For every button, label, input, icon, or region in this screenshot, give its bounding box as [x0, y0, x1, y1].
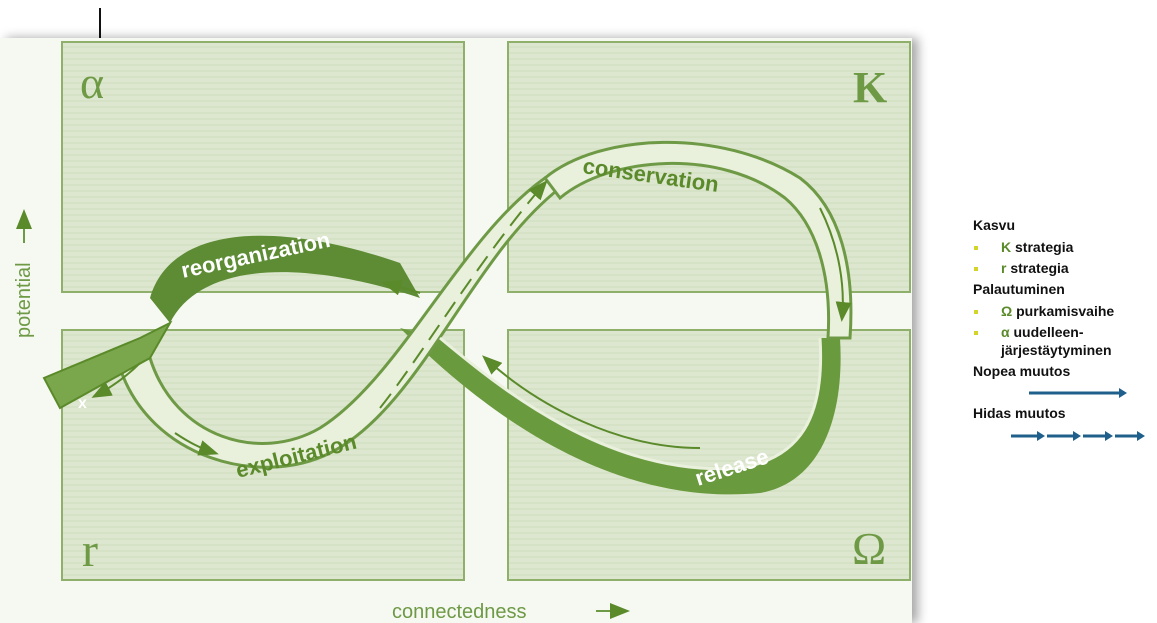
legend-bullet-icon — [974, 246, 978, 250]
fast-change-arrow-release — [482, 355, 701, 449]
legend-alpha-text-2: järjestäytyminen — [1001, 342, 1112, 358]
legend-r-text: strategia — [1010, 260, 1069, 276]
adaptive-cycle-diagram: α K r Ω reorganization conservation expl… — [13, 41, 911, 623]
legend-fast-change-label: Nopea muutos — [973, 363, 1071, 379]
legend-fast-change-arrow — [973, 384, 1153, 404]
ribbon-release-back — [400, 328, 841, 495]
legend-bullet-icon — [974, 267, 978, 271]
fast-change-arrow-reorg — [381, 279, 421, 296]
legend-r-strategy: r strategia — [973, 259, 1153, 277]
legend-slow-change-arrow — [973, 426, 1153, 446]
exit-marker-label: x — [78, 395, 87, 412]
legend-omega-symbol: Ω — [1001, 303, 1013, 319]
quadrant-r-label: r — [82, 524, 98, 577]
fast-change-arrow-icon — [1029, 388, 1127, 398]
exploitation-start-arrow — [174, 432, 219, 456]
quadrant-alpha-label: α — [80, 57, 104, 108]
legend-omega-phase: Ω purkamisvaihe — [973, 302, 1153, 320]
fast-change-arrow-omega — [819, 207, 852, 322]
legend: Kasvu K strategia r strategia Palautumin… — [973, 216, 1153, 446]
exit-arrow — [91, 362, 141, 398]
legend-growth-heading: Kasvu — [973, 217, 1016, 233]
quadrant-omega-label: Ω — [852, 523, 886, 574]
legend-alpha-text: uudelleen- — [1013, 324, 1084, 340]
y-axis-label: potential — [13, 262, 35, 338]
legend-k-text: strategia — [1015, 239, 1074, 255]
legend-k-strategy: K strategia — [973, 238, 1153, 256]
ribbon-reorganization-back — [150, 235, 420, 323]
legend-omega-text: purkamisvaihe — [1016, 303, 1115, 319]
x-axis-label: connectedness — [392, 601, 527, 623]
legend-alpha-symbol: α — [1001, 324, 1010, 340]
quadrant-k-label: K — [853, 63, 887, 112]
legend-slow-change-label: Hidas muutos — [973, 405, 1066, 421]
legend-bullet-icon — [974, 331, 978, 335]
ribbon-release-edge — [439, 336, 823, 471]
legend-k-symbol: K — [1001, 239, 1012, 255]
legend-alpha-phase: α uudelleen- järjestäytyminen — [973, 323, 1153, 359]
quadrant-omega-panel — [507, 329, 911, 581]
legend-bullet-icon — [974, 310, 978, 314]
legend-recovery-heading: Palautuminen — [973, 281, 1065, 297]
slow-change-arrow-path — [379, 179, 548, 409]
ribbon-conservation-front — [542, 140, 853, 340]
text-cursor — [99, 8, 101, 44]
adaptive-cycle-figure: α K r Ω reorganization conservation expl… — [0, 38, 912, 623]
ribbon-left-tail — [42, 320, 173, 410]
legend-r-symbol: r — [1001, 260, 1007, 276]
slow-change-arrow-icon — [1011, 431, 1145, 441]
